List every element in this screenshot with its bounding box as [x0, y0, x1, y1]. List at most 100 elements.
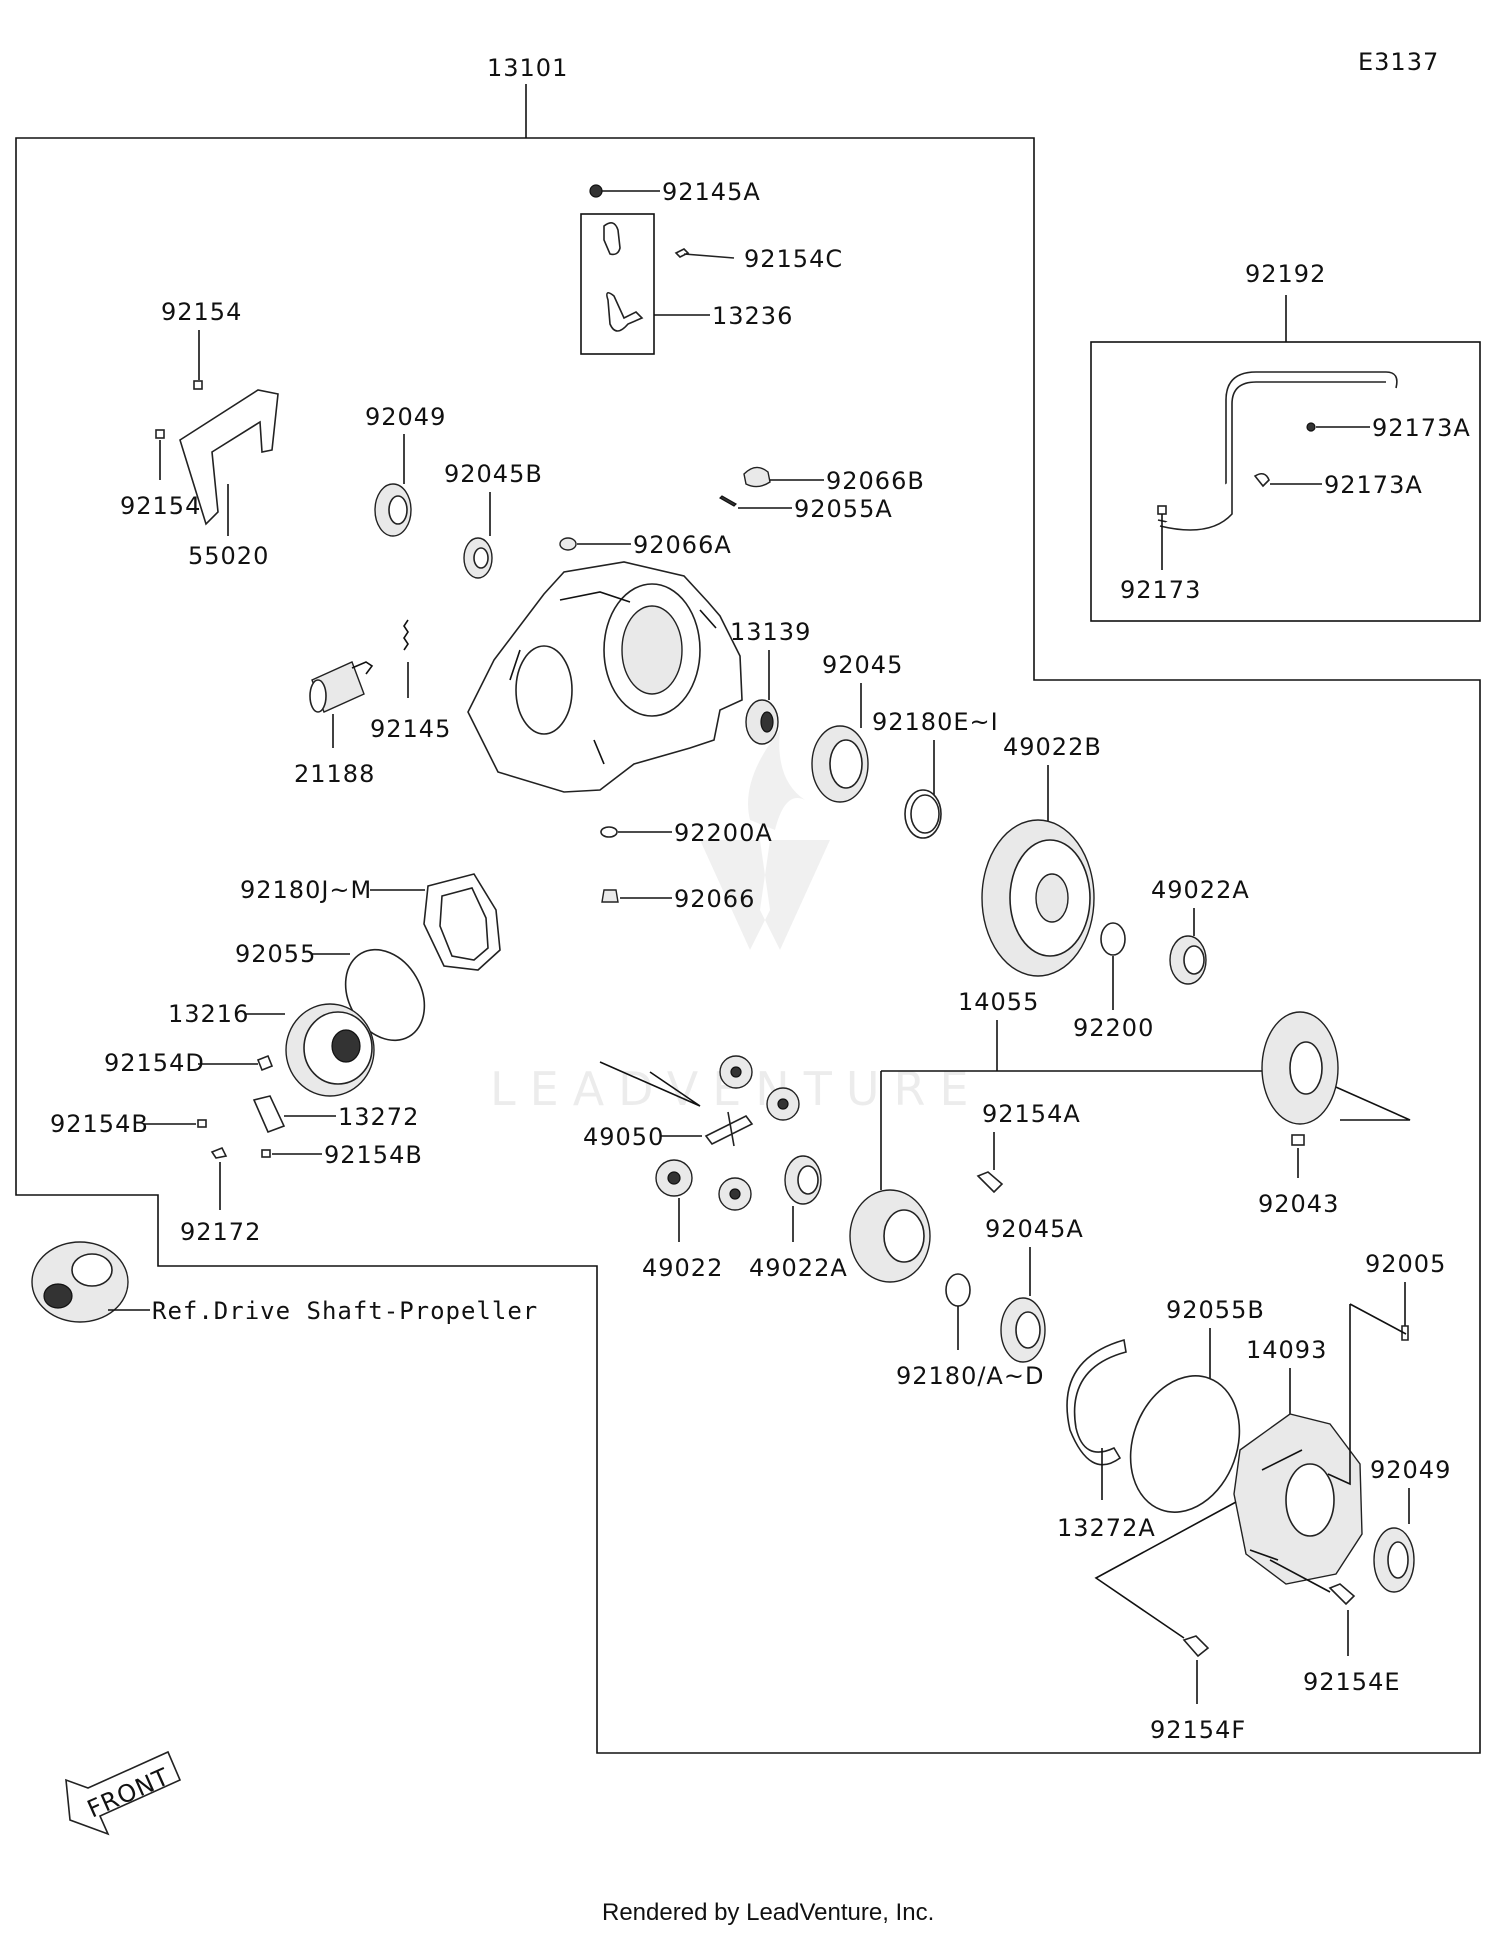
bolt-icon — [256, 1054, 274, 1072]
hose-clamp-icon — [1253, 472, 1270, 488]
washer-plug-group: 92200A 92066 — [600, 819, 773, 913]
part-label-92154C[interactable]: 92154C — [744, 245, 843, 273]
part-label-13101[interactable]: 13101 — [487, 54, 568, 82]
shim-plate-13272A: 13272A — [1057, 1338, 1156, 1542]
part-label-92180J-M[interactable]: 92180J~M — [240, 876, 372, 904]
part-label-92154B-left[interactable]: 92154B — [50, 1110, 149, 1138]
part-label-92055A[interactable]: 92055A — [794, 495, 893, 523]
sensor-group: 21188 92145 — [294, 619, 451, 788]
pin-icon — [210, 1146, 228, 1159]
bearing-92045B: 92045B — [444, 460, 543, 579]
part-label-92172[interactable]: 92172 — [180, 1218, 261, 1246]
shim-small-icon — [945, 1273, 971, 1307]
flange-bolt-icon — [976, 1171, 1004, 1194]
fill-plug-icon — [601, 889, 619, 903]
part-label-92180-A-D[interactable]: 92180/A~D — [896, 1362, 1044, 1390]
part-label-92049-right[interactable]: 92049 — [1370, 1456, 1451, 1484]
part-label-14055[interactable]: 14055 — [958, 988, 1039, 1016]
o-ring-cover-icon — [1129, 1375, 1241, 1513]
part-label-92005[interactable]: 92005 — [1365, 1250, 1446, 1278]
part-label-92173A-upper[interactable]: 92173A — [1372, 414, 1471, 442]
part-label-92055B[interactable]: 92055B — [1166, 1296, 1265, 1324]
part-label-92200[interactable]: 92200 — [1073, 1014, 1154, 1042]
part-label-55020[interactable]: 55020 — [188, 542, 269, 570]
part-label-92043[interactable]: 92043 — [1258, 1190, 1339, 1218]
part-label-92154B-right[interactable]: 92154B — [324, 1141, 423, 1169]
breather-hose-edge — [1159, 381, 1386, 531]
drain-plug-icon — [743, 466, 771, 488]
breather-92005: 92005 — [1327, 1250, 1446, 1486]
part-label-92045[interactable]: 92045 — [822, 651, 903, 679]
part-label-13272[interactable]: 13272 — [338, 1103, 419, 1131]
part-label-92154E[interactable]: 92154E — [1303, 1668, 1401, 1696]
part-label-13216[interactable]: 13216 — [168, 1000, 249, 1028]
differential-case-14055: 14055 92043 — [849, 988, 1411, 1283]
part-label-92180E-I[interactable]: 92180E~I — [872, 708, 999, 736]
part-label-92066[interactable]: 92066 — [674, 885, 755, 913]
washer-icon — [600, 826, 618, 838]
part-label-92173[interactable]: 92173 — [1120, 576, 1201, 604]
dowel-pin-icon — [1291, 1134, 1305, 1146]
cover-bolts-group: 92154E 92154F — [1094, 1501, 1401, 1744]
part-label-49022A-bottom[interactable]: 49022A — [749, 1254, 848, 1282]
part-label-13272A[interactable]: 13272A — [1057, 1514, 1156, 1542]
bolt-92154A: 92154A — [976, 1100, 1081, 1194]
part-label-92066B[interactable]: 92066B — [826, 467, 925, 495]
cover-bolt-long-icon — [1182, 1635, 1210, 1658]
cover-plate-icon — [179, 389, 279, 526]
part-label-13139[interactable]: 13139 — [730, 618, 811, 646]
front-direction-arrow: FRONT — [65, 1750, 182, 1836]
breather-group: 92145A 13236 92154C — [580, 178, 843, 355]
cross-shaft-icon — [704, 1111, 754, 1147]
part-label-92192[interactable]: 92192 — [1245, 260, 1326, 288]
bearing-92045A: 92045A — [985, 1215, 1084, 1363]
part-label-49022B[interactable]: 49022B — [1003, 733, 1102, 761]
plate-icon — [252, 1095, 286, 1134]
part-label-92145A[interactable]: 92145A — [662, 178, 761, 206]
part-label-14093[interactable]: 14093 — [1246, 1336, 1327, 1364]
small-screws-group: 92154B 92154B 92172 — [50, 1110, 423, 1246]
part-label-92045B[interactable]: 92045B — [444, 460, 543, 488]
part-label-92154-bottom[interactable]: 92154 — [120, 492, 201, 520]
part-label-92145[interactable]: 92145 — [370, 715, 451, 743]
o-ring-icon — [719, 495, 737, 507]
diagram-code: E3137 — [1358, 48, 1439, 76]
screw-icon — [197, 1119, 207, 1128]
part-label-92045A[interactable]: 92045A — [985, 1215, 1084, 1243]
plug-icon — [559, 537, 577, 551]
part-label-92154-top[interactable]: 92154 — [161, 298, 242, 326]
differential-gears-group: 49050 49022 49022A — [583, 1055, 848, 1282]
plugs-group: 92066B 92055A 92066A — [559, 466, 925, 559]
part-label-49022A-top[interactable]: 49022A — [1151, 876, 1250, 904]
hose-group: 92192 92173A 92173A 92173 — [1090, 260, 1481, 622]
part-label-92154D[interactable]: 92154D — [104, 1049, 205, 1077]
o-ring-92055: 92055 — [235, 940, 426, 1042]
reference-note[interactable]: Ref.Drive Shaft-Propeller — [152, 1297, 538, 1325]
oil-seal-left: 92049 — [365, 403, 446, 537]
part-label-92173A-lower[interactable]: 92173A — [1324, 471, 1423, 499]
part-label-92200A[interactable]: 92200A — [674, 819, 773, 847]
bolt-92154D: 92154D — [104, 1049, 274, 1077]
main-assembly-outline — [15, 137, 1481, 1754]
part-label-92055[interactable]: 92055 — [235, 940, 316, 968]
part-label-13236[interactable]: 13236 — [712, 302, 793, 330]
cover-group: 92154 92154 55020 — [120, 298, 279, 570]
part-label-92154A[interactable]: 92154A — [982, 1100, 1081, 1128]
front-arrow-icon — [65, 1750, 182, 1836]
breather-fitting-icon — [603, 222, 621, 256]
part-label-21188[interactable]: 21188 — [294, 760, 375, 788]
part-label-49022[interactable]: 49022 — [642, 1254, 723, 1282]
spring-icon — [403, 619, 409, 651]
pinion-gear-13139: 13139 — [730, 618, 811, 745]
bearing-92045: 92045 — [811, 651, 903, 803]
clip-screw-icon — [674, 248, 735, 259]
part-label-92154F[interactable]: 92154F — [1150, 1716, 1246, 1744]
part-label-49050[interactable]: 49050 — [583, 1123, 664, 1151]
shim-92180A: 92180/A~D — [896, 1273, 1044, 1390]
coupling-13216: 13216 — [168, 1000, 375, 1097]
part-label-92066A[interactable]: 92066A — [633, 531, 732, 559]
differential-case-icon — [467, 561, 743, 793]
cover-14093: 14093 — [1233, 1336, 1363, 1585]
part-label-92049-left[interactable]: 92049 — [365, 403, 446, 431]
